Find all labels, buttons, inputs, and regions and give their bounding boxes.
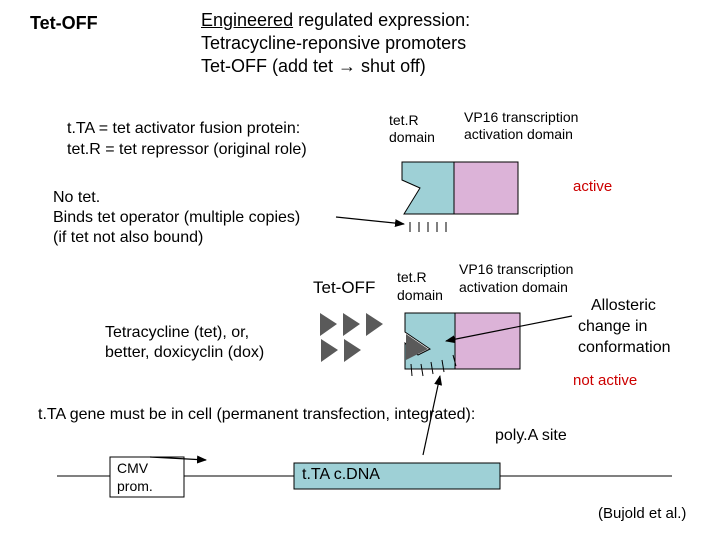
dna-construct (57, 456, 672, 498)
tet-icon (343, 313, 360, 336)
tta-cdna-label: t.TA c.DNA (302, 466, 380, 483)
bottom-tetr-label-2: domain (397, 287, 443, 303)
arrows (149, 216, 573, 464)
drug-note-line-2: better, doxicyclin (dox) (105, 344, 265, 361)
tet-icon (321, 339, 338, 362)
drug-note-line-1: Tetracycline (tet), or, (105, 324, 250, 341)
allosteric-line-3: conformation (578, 339, 671, 356)
top-operator-ticks (409, 222, 447, 232)
polya-site-label: poly.A site (495, 427, 567, 444)
cmv-promoter-label-1: CMV (117, 460, 149, 476)
cmv-promoter-label-2: prom. (117, 478, 153, 494)
header-line-2: Tetracycline-reponsive promoters (201, 33, 467, 53)
arrow-polya-site (422, 375, 443, 456)
bottom-vp16-label-2: activation domain (459, 279, 568, 295)
bottom-tta-protein (404, 312, 521, 377)
tet-icon (344, 339, 361, 362)
tta-cdna-box (293, 462, 501, 490)
header-underlined-word: Engineered (201, 10, 294, 30)
no-tet-line-2: Binds tet operator (multiple copies) (53, 209, 301, 226)
tet-molecules (320, 313, 383, 362)
allosteric-line-2: change in (578, 318, 648, 335)
header-line-1: Engineered regulated expression: (201, 10, 470, 31)
header-line-1-rest: regulated expression: (293, 10, 471, 30)
corner-title: Tet-OFF (30, 13, 98, 33)
top-state-label: active (573, 178, 613, 195)
top-tta-protein (401, 161, 519, 232)
arrow-operator-binding (335, 216, 405, 228)
top-tetr-label-1: tet.R (389, 112, 419, 128)
arrow-allosteric-change (445, 315, 573, 344)
gene-note-line-1: t.TA gene must be in cell (permanent tra… (38, 406, 476, 423)
citation: (Bujold et al.) (598, 505, 687, 522)
tet-icon (320, 313, 337, 336)
top-vp16-label-1: VP16 transcription (464, 109, 579, 125)
bottom-tetr-label-1: tet.R (397, 269, 427, 285)
allosteric-line-1: Allosteric (591, 297, 656, 314)
top-vp16-domain (453, 161, 519, 215)
tet-icon (366, 313, 383, 336)
definition-line-1: t.TA = tet activator fusion protein: (67, 120, 301, 137)
tet-off-condition-label: Tet-OFF (313, 278, 376, 297)
bottom-vp16-domain (454, 312, 521, 370)
top-tetr-domain (401, 161, 455, 215)
bottom-operator-ticks (410, 354, 457, 377)
bound-tet-molecule (406, 334, 428, 360)
header-line-3: Tet-OFF (add tet → shut off) (201, 56, 426, 76)
top-vp16-label-2: activation domain (464, 126, 573, 142)
no-tet-line-1: No tet. (53, 189, 101, 206)
bottom-vp16-label-1: VP16 transcription (459, 261, 574, 277)
arrow-cmv-promoter (149, 455, 207, 464)
top-tetr-label-2: domain (389, 129, 435, 145)
definition-line-2: tet.R = tet repressor (original role) (67, 141, 307, 158)
cmv-promoter-box (109, 456, 185, 498)
no-tet-line-3: (if tet not also bound) (53, 229, 204, 246)
bottom-state-label: not active (573, 372, 638, 389)
